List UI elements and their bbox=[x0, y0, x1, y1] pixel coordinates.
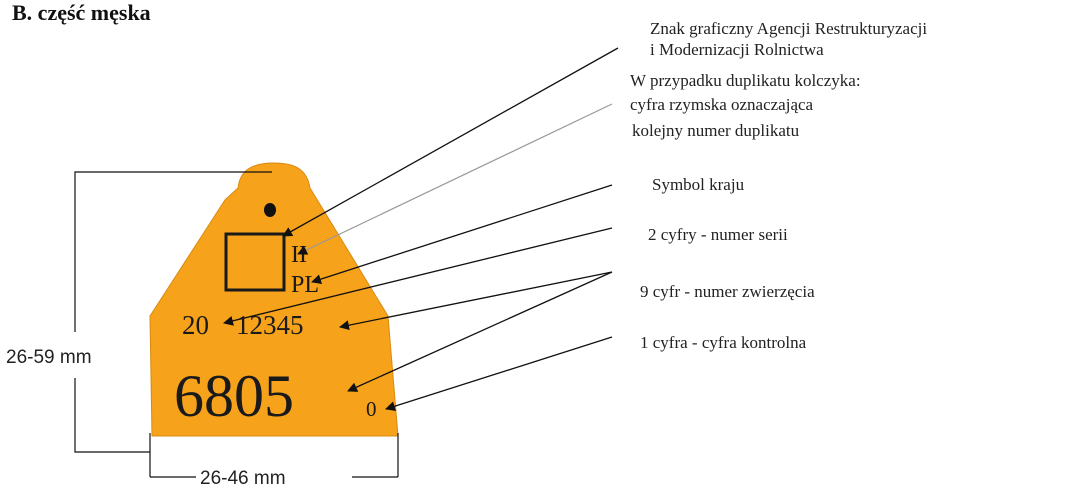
leader-check bbox=[385, 336, 613, 412]
tag-hole bbox=[264, 203, 276, 217]
leader-logo bbox=[282, 47, 619, 237]
label-duplicate-line2: cyfra rzymska oznaczająca bbox=[630, 95, 814, 114]
label-country: Symbol kraju bbox=[652, 175, 745, 194]
animal-number-part1: 12345 bbox=[236, 310, 304, 340]
leader-duplicate bbox=[297, 103, 613, 255]
label-check: 1 cyfra - cyfra kontrolna bbox=[640, 333, 807, 352]
label-logo-line1: Znak graficzny Agencji Restrukturyzacji bbox=[650, 19, 927, 38]
leader-series bbox=[223, 227, 613, 326]
check-digit: 0 bbox=[366, 397, 377, 421]
leader-country bbox=[311, 184, 613, 284]
label-animal: 9 cyfr - numer zwierzęcia bbox=[640, 282, 815, 301]
roman-numeral: II bbox=[291, 242, 307, 268]
height-dimension-line bbox=[74, 171, 272, 332]
leader-animal-2 bbox=[347, 271, 613, 392]
label-duplicate-line1: W przypadku duplikatu kolczyka: bbox=[630, 71, 861, 90]
country-code: PL bbox=[291, 272, 319, 298]
agency-logo-square bbox=[224, 232, 286, 292]
label-logo-line2: i Modernizacji Rolnictwa bbox=[650, 40, 824, 59]
label-duplicate-line3: kolejny numer duplikatu bbox=[632, 121, 800, 140]
series-number: 20 bbox=[182, 310, 209, 340]
animal-number-part2: 6805 bbox=[174, 363, 294, 429]
leader-animal-1 bbox=[339, 271, 613, 331]
width-dimension-label: 26-46 mm bbox=[200, 468, 286, 489]
height-dimension-line-bottom bbox=[74, 378, 150, 453]
label-series: 2 cyfry - numer serii bbox=[648, 225, 788, 244]
ear-tag-body bbox=[149, 162, 399, 437]
height-dimension-label: 26-59 mm bbox=[6, 347, 92, 368]
section-heading: B. część męska bbox=[12, 0, 151, 25]
